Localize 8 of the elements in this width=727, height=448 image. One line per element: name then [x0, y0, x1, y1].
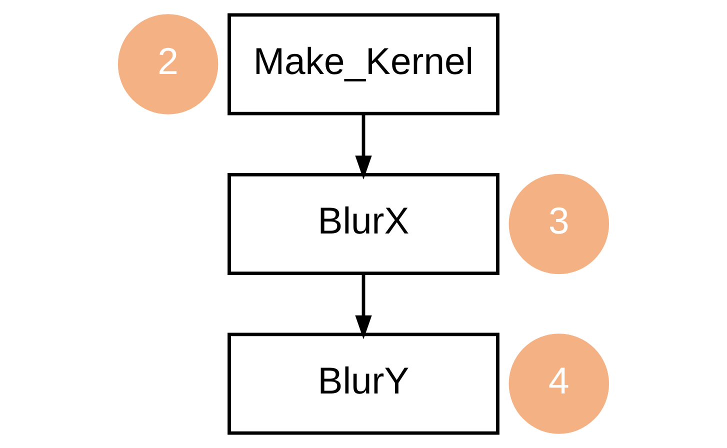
- node-box: Make_Kernel: [228, 13, 500, 116]
- arrow: [355, 274, 372, 340]
- node-circle: 2: [118, 14, 218, 114]
- node-circle: 4: [508, 334, 610, 434]
- node-box: BlurY: [228, 332, 500, 435]
- arrow: [355, 114, 372, 180]
- node-box: BlurX: [228, 173, 500, 275]
- node-circle: 3: [508, 174, 610, 274]
